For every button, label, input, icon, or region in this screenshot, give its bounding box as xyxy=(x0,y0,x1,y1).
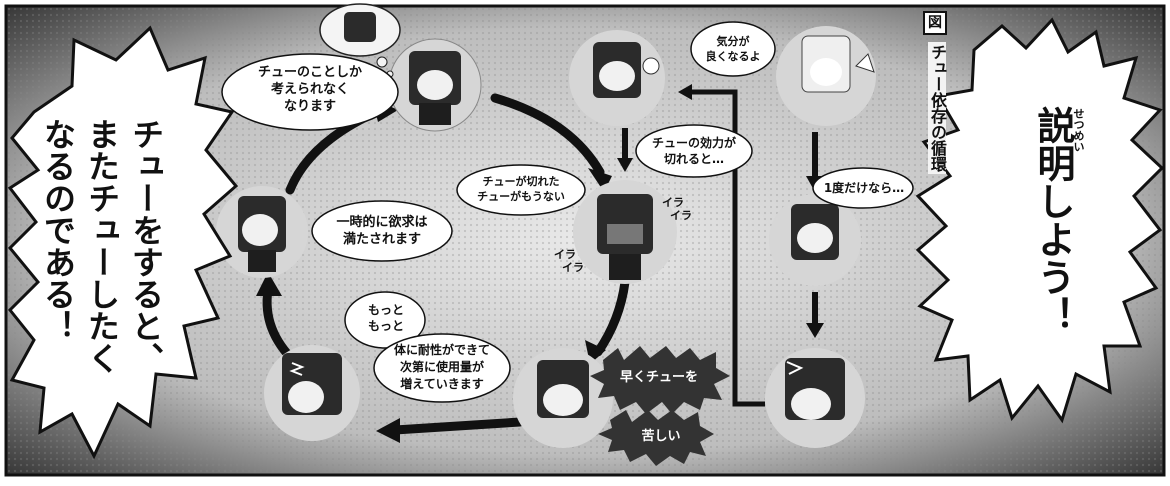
text-bottom-middle: 体に耐性ができて 次第に使用量が 増えていきます xyxy=(393,343,490,391)
text-wear-off: チューの効力が 切れると… xyxy=(651,136,736,166)
text-just-once: 1度だけなら… xyxy=(823,181,905,195)
right-burst-ruby: せつめい xyxy=(1072,108,1085,152)
text-center: チューが切れた チューがもうない xyxy=(477,175,565,203)
character-bottom-left xyxy=(264,345,360,441)
text-painful: 苦しい xyxy=(641,429,681,444)
text-hurry: 早くチューを xyxy=(619,370,698,385)
figure-badge: 図 xyxy=(928,15,942,31)
dark-bursts xyxy=(590,346,730,466)
character-wear-off xyxy=(569,30,665,126)
text-left: 一時的に欲求は 満たされます xyxy=(336,215,428,247)
burst-hurry xyxy=(590,346,730,414)
burst-painful xyxy=(598,410,714,466)
arrow-bottom-to-left xyxy=(390,417,525,435)
character-bubbles xyxy=(216,3,876,448)
character-bottom-middle xyxy=(513,348,613,448)
right-arrows xyxy=(622,89,818,407)
text-more: もっと もっと xyxy=(367,303,404,333)
cycle-arrows xyxy=(262,93,630,435)
left-burst-text: チューをすると、 またチューしたく なるのである！ xyxy=(39,118,165,374)
left-burst-shape xyxy=(7,25,239,460)
speech-bubbles xyxy=(221,21,914,403)
arrow-center-to-bottom xyxy=(593,277,630,357)
character-good xyxy=(776,26,876,126)
character-once xyxy=(769,194,861,286)
arrow-top-to-center xyxy=(490,93,605,177)
text-irritation-2: イラ イラ xyxy=(554,248,584,274)
right-burst-shape xyxy=(915,17,1165,424)
text-feel-good: 気分が 良くなるよ xyxy=(705,35,761,63)
character-left xyxy=(216,186,308,278)
character-top xyxy=(388,38,482,132)
character-bottom-right xyxy=(765,348,865,448)
text-top-left: チューのことしか 考えられなく なります xyxy=(257,65,362,114)
character-center xyxy=(573,180,677,284)
right-burst-main: 説明しよう！ xyxy=(1031,106,1075,334)
text-irritation-1: イラ イラ xyxy=(662,196,692,222)
character-thought xyxy=(319,3,401,78)
figure-title: チュー依存の循環 xyxy=(928,42,947,174)
